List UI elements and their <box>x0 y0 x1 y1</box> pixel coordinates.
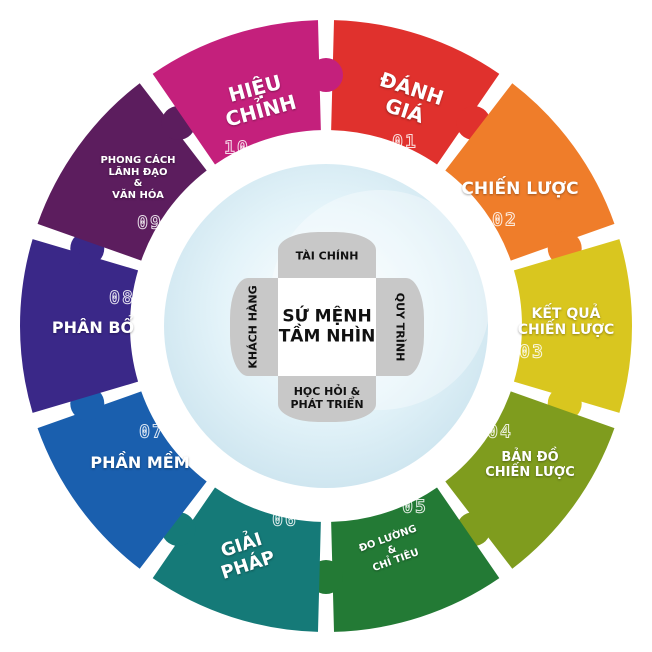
label-line: & <box>133 178 143 189</box>
center-bottom-line1: HỌC HỎI & <box>293 384 361 398</box>
puzzle-piece-02 <box>445 83 615 261</box>
puzzle-piece-06 <box>152 487 321 632</box>
center-bottom-label: HỌC HỎI & PHÁT TRIỂN <box>290 385 363 411</box>
segment-07-number: 07 <box>139 421 165 443</box>
center-arm-right <box>376 278 424 376</box>
label-line: CHIẾN LƯỢC <box>517 322 615 338</box>
center-title-line2: TẦM NHÌN <box>278 327 376 347</box>
center-title: SỨ MỆNH TẦM NHÌN <box>279 307 376 348</box>
puzzle-piece-07 <box>37 391 207 569</box>
puzzle-piece-05 <box>331 487 500 632</box>
segment-08-number: 08 <box>109 287 135 309</box>
label-line: CHIẾN LƯỢC <box>485 465 575 480</box>
label-line: BẢN ĐỒ <box>501 450 559 466</box>
segment-01-number: 01 <box>392 131 418 153</box>
segment-03-number: 03 <box>519 341 545 363</box>
puzzle-piece-01 <box>331 20 500 165</box>
label-line: LÃNH ĐẠO <box>108 166 168 178</box>
center-square <box>278 278 376 376</box>
center-bottom-line2: PHÁT TRIỂN <box>290 398 364 411</box>
segment-07-label: PHẦN MỀM <box>90 452 190 472</box>
label-line: VĂN HÓA <box>112 189 164 201</box>
segment-10-number: 10 <box>224 137 250 159</box>
segment-04-number: 04 <box>487 421 513 443</box>
puzzle-piece-10 <box>152 20 321 165</box>
segment-09-number: 09 <box>137 212 163 234</box>
puzzle-piece-03 <box>513 239 632 413</box>
segment-06-number: 06 <box>272 509 298 531</box>
center-arm-bottom <box>278 376 376 422</box>
puzzle-piece-08 <box>20 239 139 413</box>
center-right-label: QUY TRÌNH <box>393 292 407 362</box>
label-line: PHONG CÁCH <box>100 155 176 166</box>
segment-02-number: 02 <box>492 209 518 231</box>
label-line: KẾT QUẢ <box>531 305 601 322</box>
center-title-line1: SỨ MỆNH <box>282 306 372 327</box>
center-left-label: KHÁCH HÀNG <box>246 285 260 369</box>
center-arm-top <box>278 232 376 278</box>
center-arm-left <box>230 278 278 376</box>
segment-02-label: CHIẾN LƯỢC <box>461 179 579 200</box>
segment-05-number: 05 <box>402 496 428 518</box>
segment-08-label: PHÂN BỔ <box>51 317 135 337</box>
center-top-label: TÀI CHÍNH <box>295 249 359 263</box>
puzzle-knob-10 <box>309 58 343 92</box>
